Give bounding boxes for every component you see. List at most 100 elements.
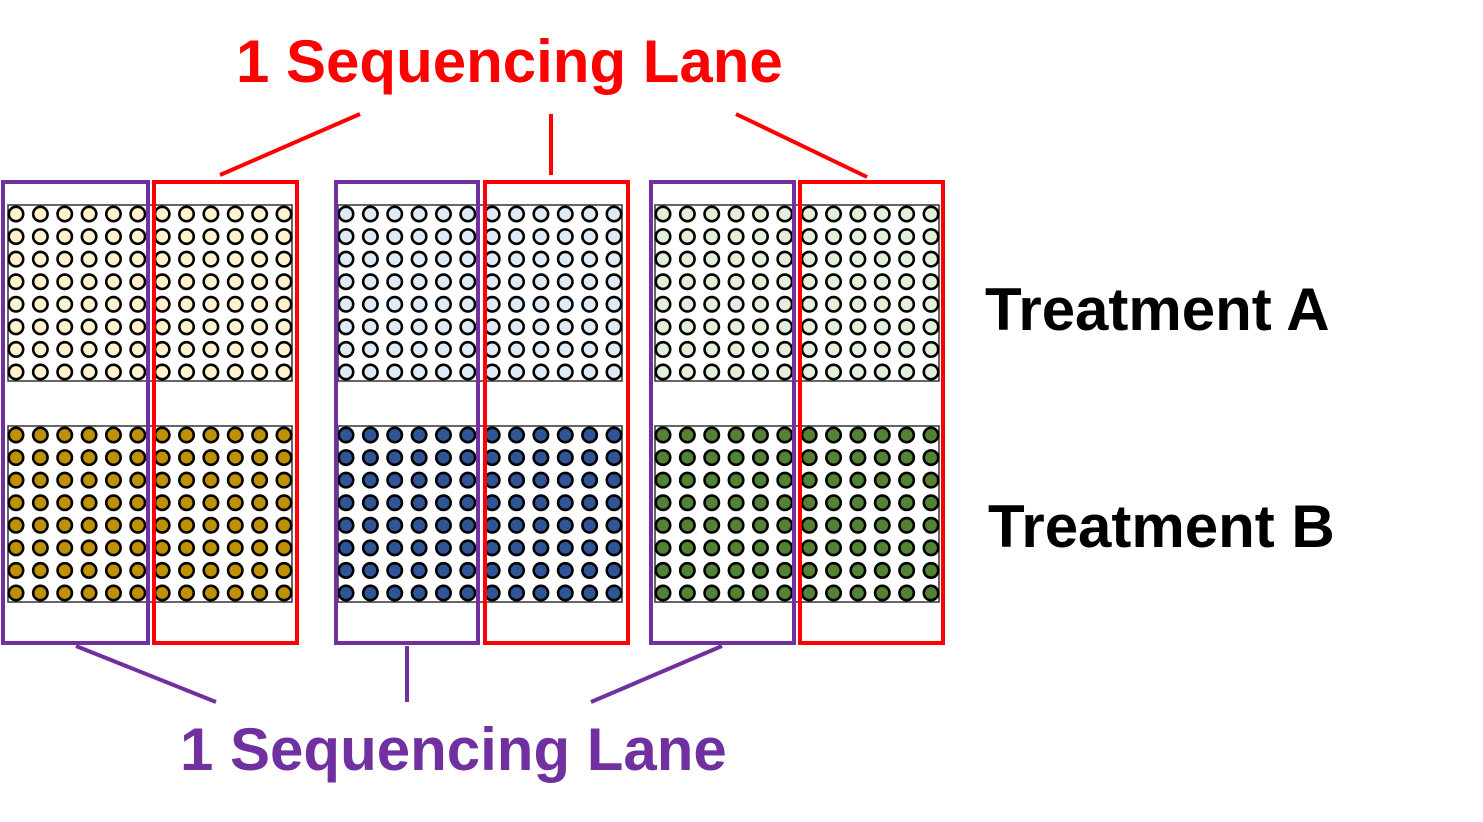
well	[922, 584, 940, 602]
well	[410, 318, 428, 336]
well	[337, 539, 355, 557]
well	[337, 363, 355, 381]
well	[849, 318, 867, 336]
well	[7, 250, 25, 268]
well	[80, 250, 98, 268]
well	[800, 426, 818, 444]
well	[727, 471, 745, 489]
well	[459, 471, 477, 489]
well	[703, 318, 721, 336]
well	[751, 584, 769, 602]
well	[337, 205, 355, 223]
well	[178, 363, 196, 381]
well	[556, 250, 574, 268]
well	[434, 449, 452, 467]
well	[410, 426, 428, 444]
well	[7, 449, 25, 467]
well	[922, 228, 940, 246]
well	[605, 318, 623, 336]
well	[654, 426, 672, 444]
well	[825, 205, 843, 223]
well	[410, 561, 428, 579]
well	[678, 318, 696, 336]
well	[703, 363, 721, 381]
well	[751, 205, 769, 223]
well	[508, 449, 526, 467]
well	[104, 205, 122, 223]
well	[483, 318, 501, 336]
well	[410, 295, 428, 313]
purple-lane-box-3	[649, 180, 796, 645]
well	[825, 295, 843, 313]
well	[275, 449, 293, 467]
well	[153, 318, 171, 336]
connectors-layer	[75, 112, 868, 704]
well	[434, 584, 452, 602]
well	[483, 449, 501, 467]
well	[361, 426, 379, 444]
well	[275, 340, 293, 358]
well	[251, 426, 269, 444]
well	[56, 516, 74, 534]
well	[849, 340, 867, 358]
well	[483, 539, 501, 557]
well	[825, 516, 843, 534]
well	[556, 494, 574, 512]
well	[508, 273, 526, 291]
well	[7, 561, 25, 579]
well	[800, 471, 818, 489]
well	[434, 363, 452, 381]
well	[703, 449, 721, 467]
well	[104, 426, 122, 444]
well	[361, 561, 379, 579]
well	[410, 340, 428, 358]
well	[825, 273, 843, 291]
well	[678, 205, 696, 223]
well	[251, 471, 269, 489]
well	[605, 228, 623, 246]
well	[483, 273, 501, 291]
well	[654, 539, 672, 557]
well	[178, 426, 196, 444]
well	[483, 363, 501, 381]
red-lane-box-1	[152, 180, 299, 645]
well	[337, 584, 355, 602]
well	[508, 584, 526, 602]
well	[922, 250, 940, 268]
well	[654, 584, 672, 602]
well	[703, 561, 721, 579]
well	[104, 228, 122, 246]
well	[129, 295, 147, 313]
well	[751, 318, 769, 336]
well	[556, 584, 574, 602]
well	[873, 250, 891, 268]
well	[434, 516, 452, 534]
well	[898, 539, 916, 557]
well	[337, 250, 355, 268]
well	[873, 561, 891, 579]
well	[776, 561, 794, 579]
well	[727, 426, 745, 444]
well	[202, 539, 220, 557]
well	[275, 228, 293, 246]
well	[508, 426, 526, 444]
well	[31, 205, 49, 223]
well	[202, 471, 220, 489]
well	[104, 318, 122, 336]
well	[898, 295, 916, 313]
well	[532, 273, 550, 291]
well	[226, 471, 244, 489]
well	[483, 494, 501, 512]
well	[678, 584, 696, 602]
well	[153, 471, 171, 489]
well	[898, 494, 916, 512]
well	[703, 426, 721, 444]
well	[751, 539, 769, 557]
well	[727, 340, 745, 358]
well	[459, 539, 477, 557]
well	[31, 295, 49, 313]
well	[751, 228, 769, 246]
well	[825, 561, 843, 579]
well	[727, 295, 745, 313]
well	[776, 273, 794, 291]
